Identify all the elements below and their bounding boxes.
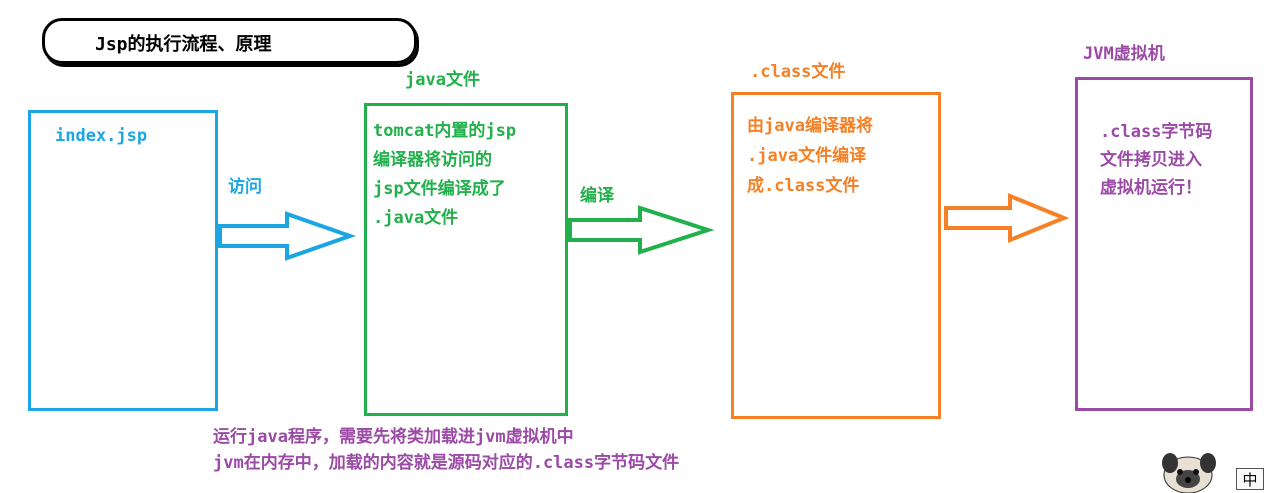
compile-arrow [568,205,715,255]
pug-mascot-icon [1162,453,1216,493]
footer-note-line2: jvm在内存中，加载的内容就是源码对应的.class字节码文件 [213,453,680,473]
java-box [364,103,568,416]
java-box-text: tomcat内置的jsp 编译器将访问的 jsp文件编译成了 .java文件 [373,121,517,228]
java-file-label: java文件 [405,70,480,90]
jvm-label: JVM虚拟机 [1083,44,1165,64]
load-arrow [944,193,1070,243]
footer-note-line1: 运行java程序，需要先将类加载进jvm虚拟机中 [213,427,574,447]
ime-badge[interactable]: 中 [1236,468,1264,490]
jvm-box [1075,77,1253,411]
access-arrow-label: 访问 [228,177,262,197]
compile-arrow-label: 编译 [580,186,614,206]
jsp-box [28,110,218,411]
class-box-text: 由java编译器将 .java文件编译 成.class文件 [747,116,873,196]
class-box [731,92,941,419]
access-arrow [218,211,357,261]
diagram-title: Jsp的执行流程、原理 [95,34,272,55]
jsp-box-text: index.jsp [55,126,148,146]
title-pill [42,18,417,64]
jvm-box-text: .class字节码 文件拷贝进入 虚拟机运行！ [1100,122,1213,198]
class-file-label: .class文件 [750,62,846,82]
